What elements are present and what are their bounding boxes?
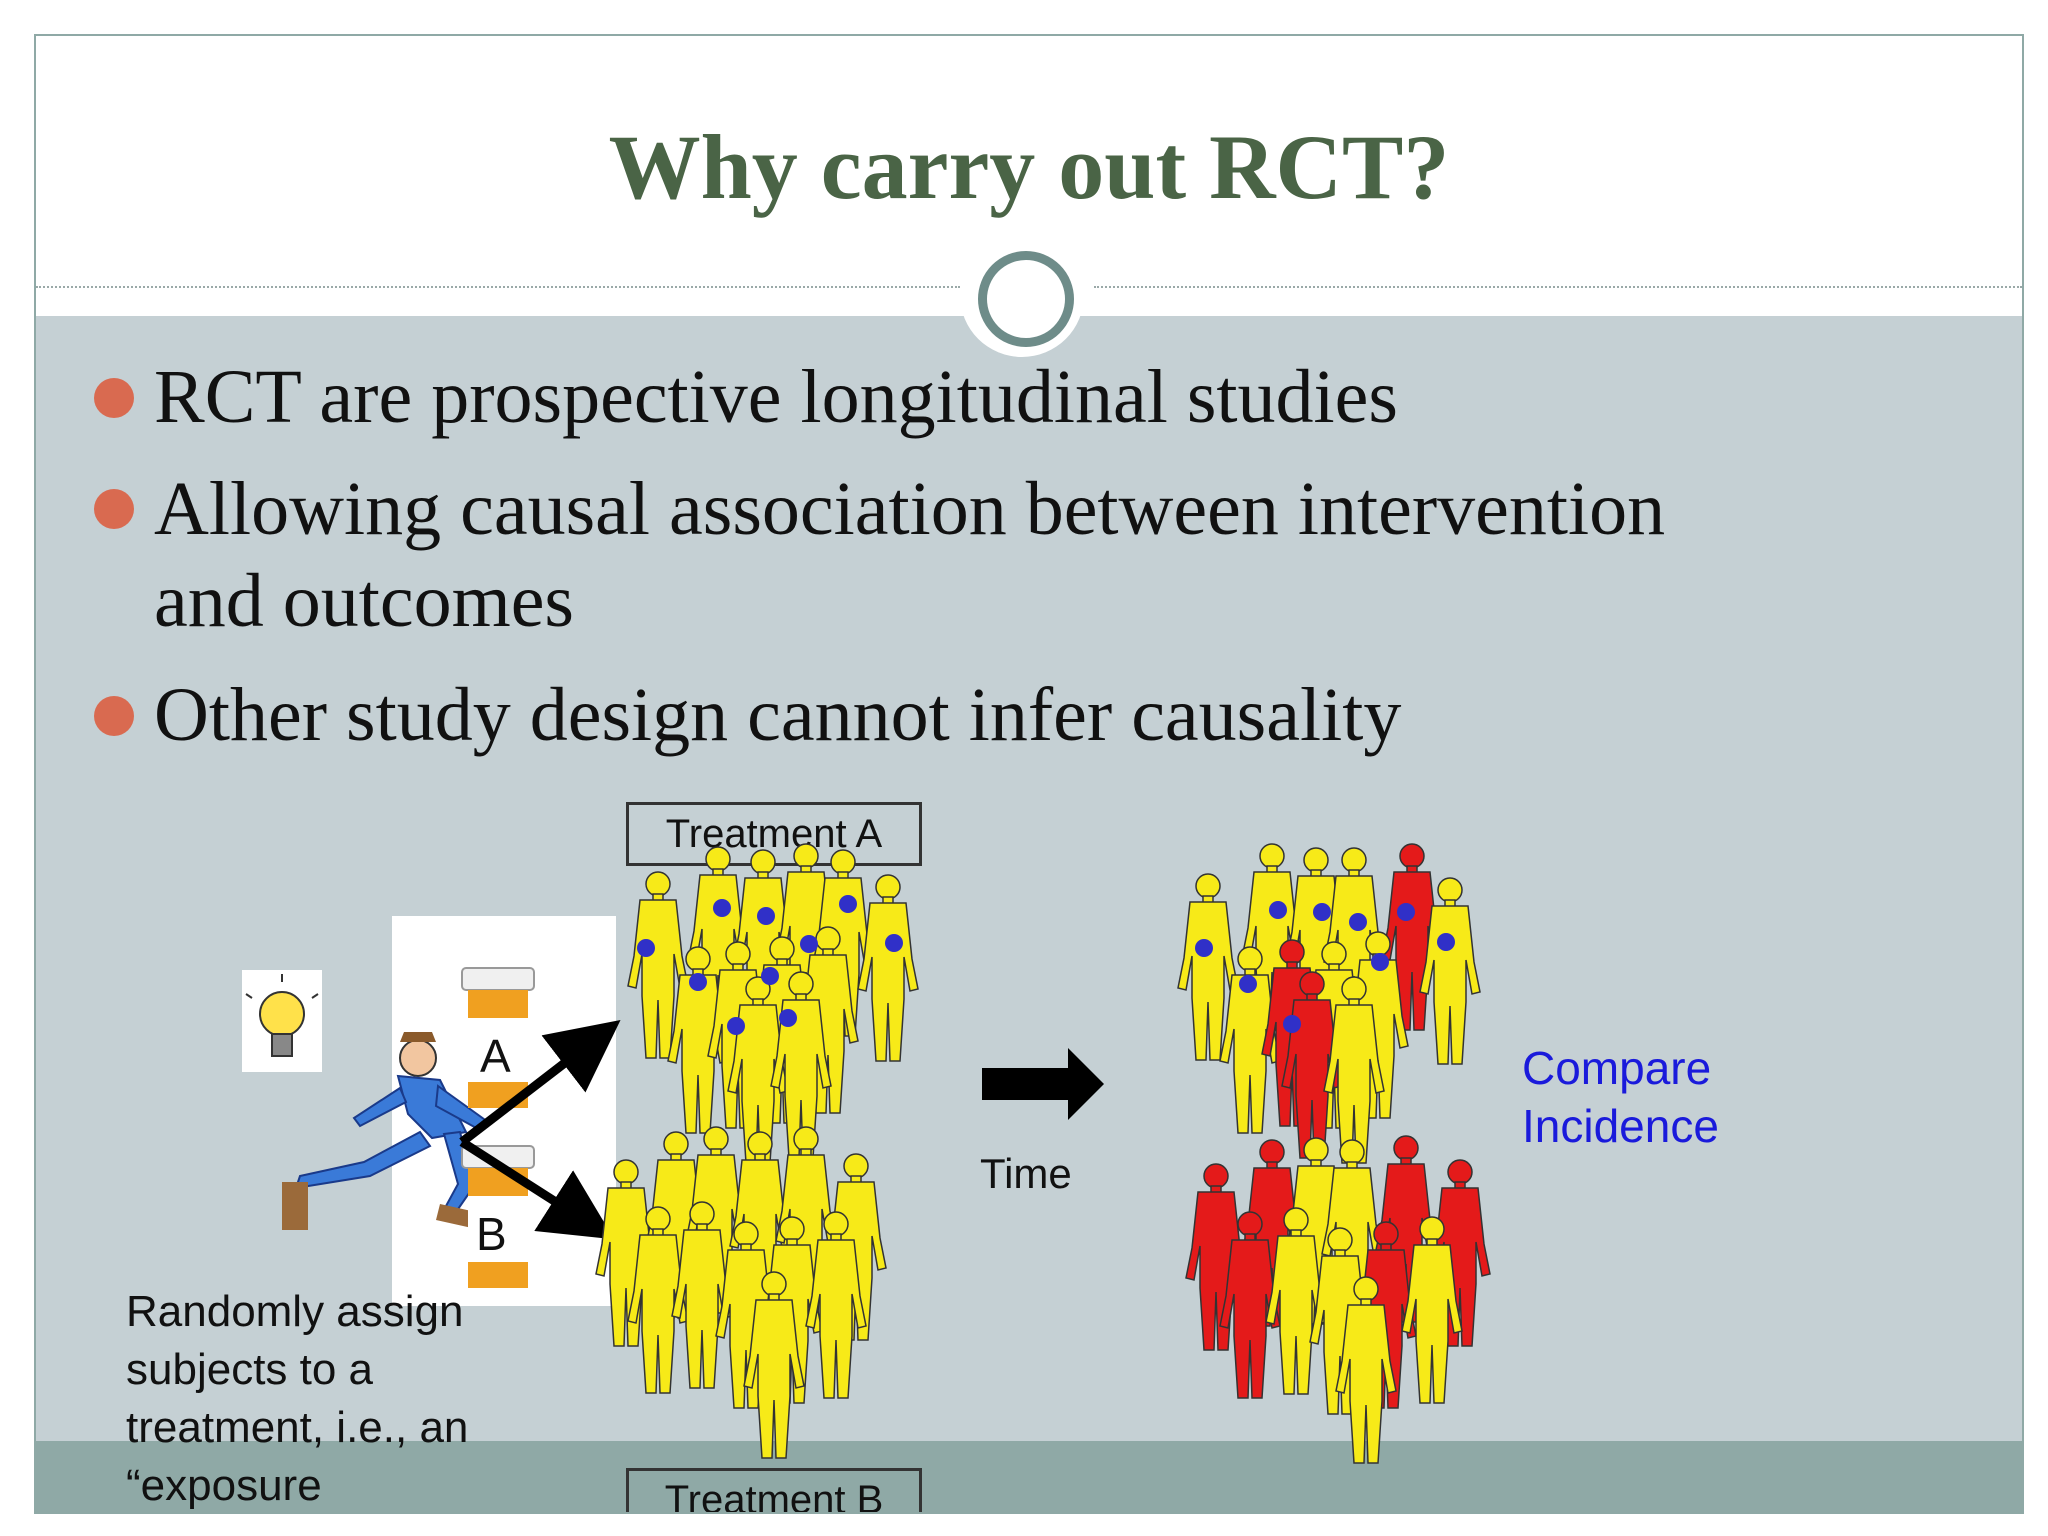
bullet-dot-icon [94, 696, 134, 736]
slide-title: Why carry out RCT? [608, 116, 1450, 218]
title-divider-right [1094, 286, 2022, 288]
content-area [36, 316, 2022, 1480]
bullet-dot-icon [94, 489, 134, 529]
title-divider-left [36, 286, 960, 288]
footer-band [36, 1441, 2022, 1512]
circle-ornament-icon [978, 251, 1074, 347]
bullet-text: RCT are prospective longitudinal studies [154, 355, 1398, 439]
slide: Why carry out RCT? RCT are prospective l… [34, 34, 2024, 1514]
bullet-text: Other study design cannot infer causalit… [154, 673, 1402, 757]
bullet-text-continued: and outcomes [154, 559, 575, 643]
bullet-dot-icon [94, 378, 134, 418]
bullet-text: Allowing causal association between inte… [154, 467, 1666, 551]
